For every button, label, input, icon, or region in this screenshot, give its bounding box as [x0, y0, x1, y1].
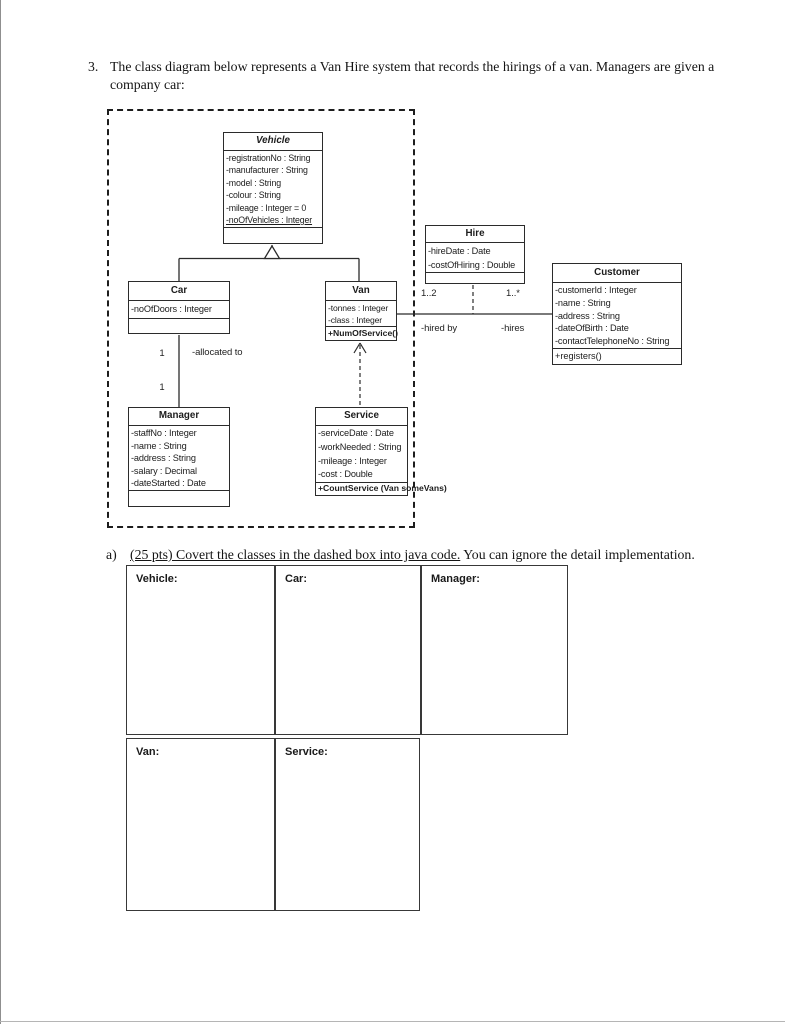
class-title: Hire	[426, 226, 524, 243]
class-box-manager: Manager -staffNo : Integer -name : Strin…	[128, 407, 230, 507]
class-box-car: Car -noOfDoors : Integer	[128, 281, 230, 334]
part-a-label: a)	[106, 547, 117, 562]
hired-by-label: -hired by	[421, 323, 458, 334]
class-attributes: -serviceDate : Date -workNeeded : String…	[316, 426, 407, 483]
page-bottom-edge	[0, 1021, 785, 1022]
class-operations-empty	[129, 491, 229, 506]
question-text: The class diagram below represents a Van…	[110, 58, 765, 94]
class-operation: +CountService (Van someVans)	[318, 483, 447, 493]
class-box-service: Service -serviceDate : Date -workNeeded …	[315, 407, 447, 496]
class-attributes: -registrationNo : String -manufacturer :…	[224, 151, 322, 228]
class-operations-empty	[426, 273, 524, 283]
answer-label-vehicle: Vehicle:	[136, 573, 178, 585]
class-operations-empty	[224, 228, 322, 243]
part-a-underlined: (25 pts) Covert the classes in the dashe…	[130, 547, 461, 562]
manager-multiplicity-label: 1	[159, 382, 165, 393]
page-left-edge	[0, 0, 1, 1024]
class-attributes: -tonnes : Integer -class : Integer	[326, 301, 396, 327]
class-operation: +registers()	[555, 351, 602, 361]
answer-grid-row1: Vehicle: Car: Manager:	[126, 565, 568, 735]
answer-label-car: Car:	[285, 573, 308, 585]
answer-cell-manager[interactable]: Manager:	[420, 566, 567, 734]
class-attributes: -staffNo : Integer -name : String -addre…	[129, 426, 229, 491]
class-attributes: -noOfDoors : Integer	[129, 301, 229, 319]
class-box-van: Van -tonnes : Integer -class : Integer +…	[325, 281, 398, 341]
question-number: 3.	[88, 59, 99, 74]
customer-multiplicity-label: 1..*	[506, 288, 520, 299]
class-box-vehicle: Vehicle -registrationNo : String -manufa…	[223, 132, 323, 244]
class-operation: +NumOfService()	[328, 328, 398, 338]
class-attributes: -hireDate : Date -costOfHiring : Double	[426, 243, 524, 273]
class-title: Service	[316, 408, 407, 426]
class-operations-empty	[129, 319, 229, 333]
allocated-to-label: -allocated to	[192, 347, 243, 358]
class-title: Van	[326, 282, 396, 301]
class-title: Car	[129, 282, 229, 301]
class-box-customer: Customer -customerId : Integer -name : S…	[552, 263, 682, 365]
answer-label-van: Van:	[136, 746, 160, 758]
answer-cell-car[interactable]: Car:	[274, 566, 420, 734]
class-attributes: -customerId : Integer -name : String -ad…	[553, 283, 681, 349]
car-multiplicity-label: 1	[159, 348, 165, 359]
dashed-boundary-box	[107, 109, 415, 528]
answer-cell-van[interactable]: Van:	[127, 739, 274, 910]
answer-cell-vehicle[interactable]: Vehicle:	[127, 566, 274, 734]
answer-label-manager: Manager:	[431, 573, 480, 585]
class-title: Vehicle	[224, 133, 322, 151]
question-line1: The class diagram below represents a Van…	[110, 59, 715, 74]
part-a-text: (25 pts) Covert the classes in the dashe…	[130, 546, 770, 564]
class-box-hire: Hire -hireDate : Date -costOfHiring : Do…	[425, 225, 525, 284]
class-title: Customer	[553, 264, 681, 283]
part-a-rest: You can ignore the detail implementation…	[460, 547, 695, 562]
answer-cell-service[interactable]: Service:	[274, 739, 419, 910]
van-multiplicity-label: 1..2	[421, 288, 437, 299]
answer-grid-row2: Van: Service:	[126, 738, 420, 911]
answer-label-service: Service:	[285, 746, 328, 758]
question-line2: company car:	[110, 77, 185, 92]
hires-label: -hires	[501, 323, 525, 334]
class-title: Manager	[129, 408, 229, 426]
